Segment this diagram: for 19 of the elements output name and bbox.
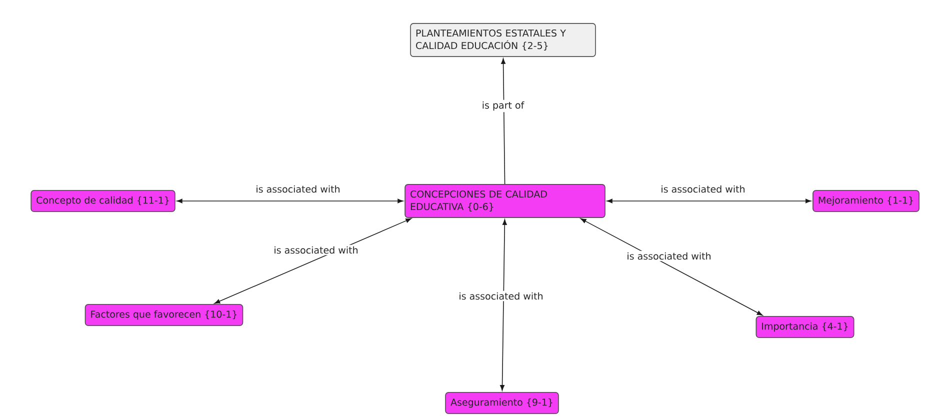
arrow <box>500 219 507 391</box>
arrow <box>606 198 812 204</box>
arrow <box>176 198 404 204</box>
concept-box: Aseguramiento {9-1} <box>445 392 559 414</box>
edge-label: is associated with <box>457 290 545 302</box>
concept-box: Mejoramiento {1-1} <box>812 190 920 212</box>
arrow <box>501 58 506 184</box>
concept-box: Factores que favorecen {10-1} <box>84 304 244 326</box>
arrow <box>214 218 412 304</box>
edge-label: is part of <box>480 100 526 112</box>
edge-label: is associated with <box>625 250 713 262</box>
edge-label: is associated with <box>254 184 342 194</box>
arrow <box>580 218 763 316</box>
concept-box: Importancia {4-1} <box>756 316 854 338</box>
concept-box: CONCEPCIONES DE CALIDAD EDUCATIVA {0-6} <box>404 184 606 218</box>
concept-box: Concepto de calidad {11-1} <box>30 190 176 212</box>
edge-label: is associated with <box>272 244 360 256</box>
concept-box: PLANTEAMIENTOS ESTATALES Y CALIDAD EDUCACIÓN {2-5} <box>410 23 596 57</box>
edge-label: is associated with <box>659 184 747 194</box>
